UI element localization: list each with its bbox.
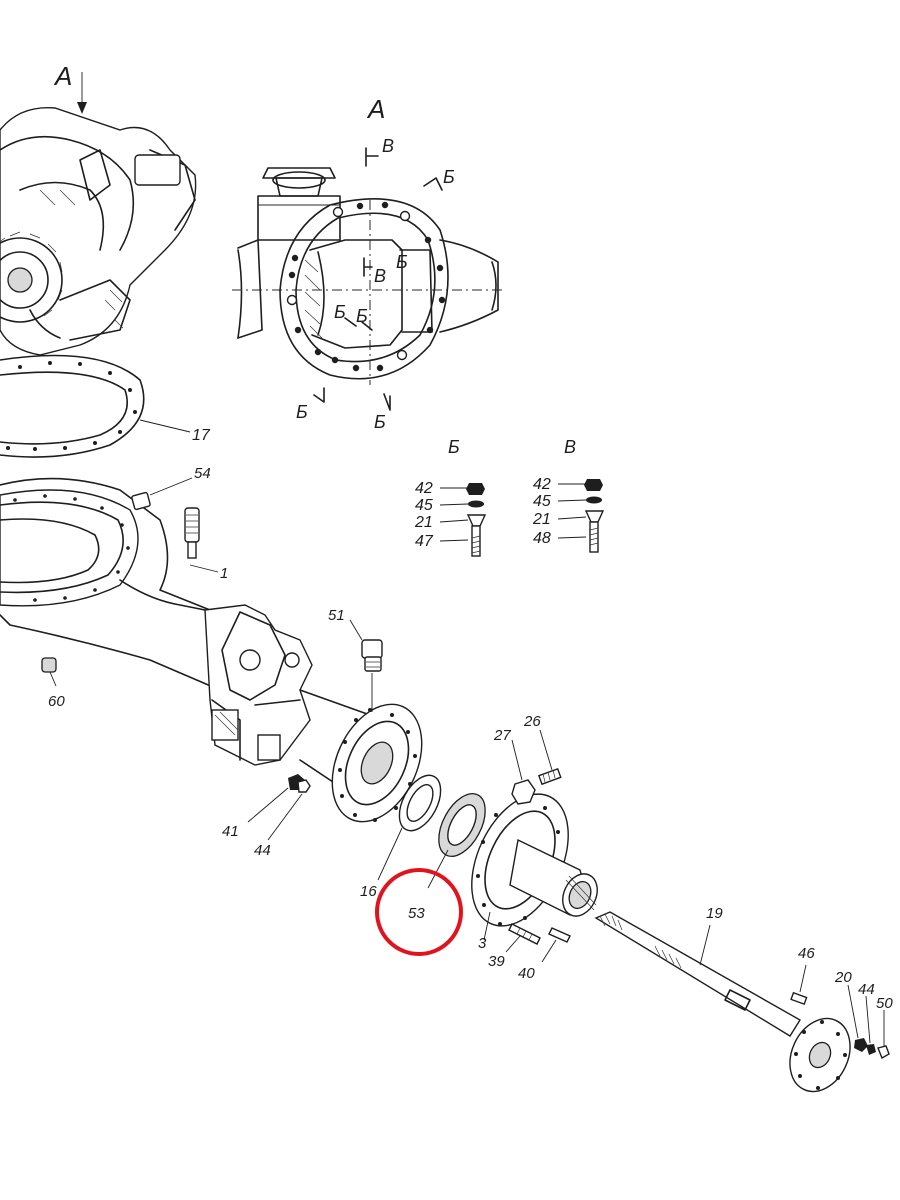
label-51: 51 [328, 607, 345, 624]
stud-46: 46 [790, 945, 815, 1006]
fastener-v-item-1: 42 [533, 476, 551, 493]
label-54: 54 [194, 465, 211, 482]
bolt-39: 39 [488, 923, 541, 970]
main-view-label: А [53, 61, 72, 91]
label-44b: 44 [858, 981, 875, 998]
section-mark-v-top: В [382, 136, 394, 156]
hardware-20-44-50: 20 44 50 [834, 969, 893, 1060]
label-53: 53 [408, 905, 425, 922]
breather-51: 51 [328, 607, 383, 712]
fastener-set-b: Б 42 45 21 47 [414, 437, 487, 557]
label-3: 3 [478, 935, 487, 952]
label-17: 17 [192, 427, 211, 444]
breather-54: 54 [131, 465, 211, 559]
section-mark-b-low1: Б [334, 302, 346, 322]
differential-assembly: А [0, 61, 197, 356]
label-41: 41 [222, 823, 239, 840]
label-27: 27 [493, 727, 511, 744]
label-26: 26 [523, 713, 541, 730]
fastener-b-item-2: 45 [415, 497, 433, 514]
detail-view-label: А [366, 94, 385, 124]
axle-housing [0, 477, 423, 823]
section-mark-b-top: Б [443, 167, 455, 187]
section-mark-b-mid: Б [396, 252, 408, 272]
fastener-set-b-title: Б [448, 437, 460, 457]
plug-60: 60 [41, 657, 65, 710]
fastener-set-v: В 42 45 21 48 [532, 437, 605, 553]
section-mark-b-low2: Б [356, 306, 368, 326]
label-1: 1 [220, 565, 228, 582]
label-50: 50 [876, 995, 893, 1012]
fastener-b-item-4: 47 [415, 533, 434, 550]
section-mark-b-bottom1: Б [296, 402, 308, 422]
label-60: 60 [48, 693, 65, 710]
wheel-hub-3: 3 [471, 793, 598, 952]
nut-41-44: 41 44 [222, 774, 311, 859]
highlight-circle-53 [375, 868, 463, 956]
fastener-v-item-2: 45 [533, 493, 551, 510]
fastener-set-v-title: В [564, 437, 576, 457]
fastener-b-item-1: 42 [415, 480, 433, 497]
gasket-17: 17 [0, 354, 211, 458]
label-20: 20 [834, 969, 852, 986]
bolt-40: 40 [518, 927, 571, 982]
axle-shaft-19: 19 [594, 905, 851, 1093]
label-39: 39 [488, 953, 505, 970]
detail-view-a: А [232, 94, 505, 432]
label-19: 19 [706, 905, 723, 922]
section-mark-v-mid: В [374, 266, 386, 286]
label-40: 40 [518, 965, 535, 982]
cap-27: 27 [493, 727, 536, 805]
label-16: 16 [360, 883, 377, 900]
fastener-v-item-3: 21 [532, 511, 551, 528]
fastener-b-item-3: 21 [414, 514, 433, 531]
label-46: 46 [798, 945, 815, 962]
fastener-v-item-4: 48 [533, 530, 551, 547]
seal-53: 53 [408, 793, 486, 922]
section-mark-b-bottom2: Б [374, 412, 386, 432]
label-44a: 44 [254, 842, 271, 859]
washer-16: 16 [360, 774, 442, 900]
fitting-26: 26 [523, 713, 562, 786]
